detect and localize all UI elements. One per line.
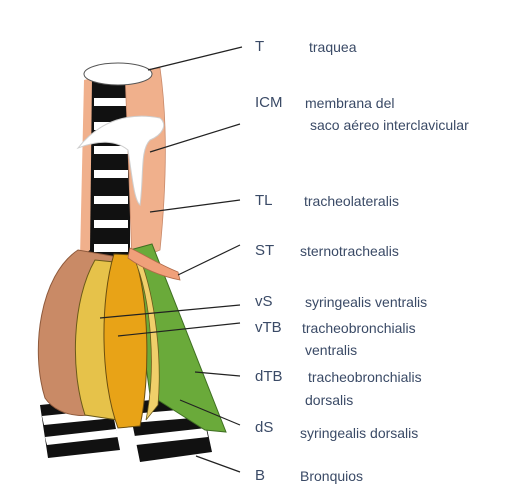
label-dTB-name-line2: dorsalis xyxy=(305,392,354,408)
leader-dTB xyxy=(194,371,241,377)
label-ST-name: sternotrachealis xyxy=(300,243,399,259)
leader-vTB xyxy=(117,322,241,337)
vTB-muscle xyxy=(103,253,148,429)
sternotrachealis-muscle xyxy=(127,247,181,281)
label-vS-abbr: vS xyxy=(255,293,273,310)
label-TL-name: tracheolateralis xyxy=(304,193,399,209)
leader-dS xyxy=(179,399,241,426)
icm-membrane xyxy=(76,115,165,206)
label-ICM-name-line2: saco aéreo interclavicular xyxy=(310,117,469,133)
label-B-name: Bronquios xyxy=(300,468,364,484)
label-TL-abbr: TL xyxy=(255,192,273,209)
label-vTB-name-line2: ventralis xyxy=(305,342,358,358)
leader-ST xyxy=(177,244,241,276)
label-B-abbr: B xyxy=(255,467,266,484)
label-ST-abbr: ST xyxy=(255,242,275,259)
leader-B xyxy=(195,455,241,473)
leader-T xyxy=(147,46,243,71)
label-ICM-name-line1: membrana del xyxy=(305,95,395,111)
label-vTB-name-line1: tracheobronchialis xyxy=(302,320,416,336)
leader-lines xyxy=(99,46,243,473)
label-T-name: traquea xyxy=(309,39,357,55)
trachea-rings xyxy=(88,70,130,270)
label-dTB-name-line1: tracheobronchialis xyxy=(308,369,422,385)
leader-vS xyxy=(99,304,241,319)
leader-ICM xyxy=(149,123,241,153)
label-dTB-abbr: dTB xyxy=(255,368,283,385)
label-vTB-abbr: vTB xyxy=(255,319,282,336)
label-T-abbr: T xyxy=(255,38,265,55)
leader-TL xyxy=(149,199,241,213)
label-dS-name: syringealis dorsalis xyxy=(300,425,419,441)
label-dS-abbr: dS xyxy=(255,419,274,436)
label-vS-name: syringealis ventralis xyxy=(305,294,428,310)
label-ICM-abbr: ICM xyxy=(255,94,283,111)
trachea-opening xyxy=(83,62,153,86)
